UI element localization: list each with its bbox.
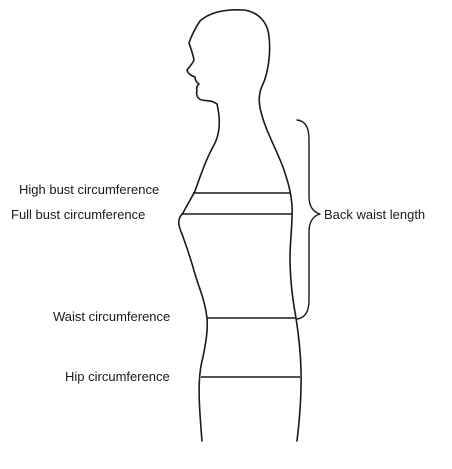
waist-label: Waist circumference (53, 309, 170, 324)
hip-label: Hip circumference (65, 369, 170, 384)
high-bust-label: High bust circumference (19, 182, 159, 197)
back-waist-bracket (297, 120, 320, 319)
back-waist-label: Back waist length (324, 207, 425, 222)
full-bust-label: Full bust circumference (11, 207, 145, 222)
